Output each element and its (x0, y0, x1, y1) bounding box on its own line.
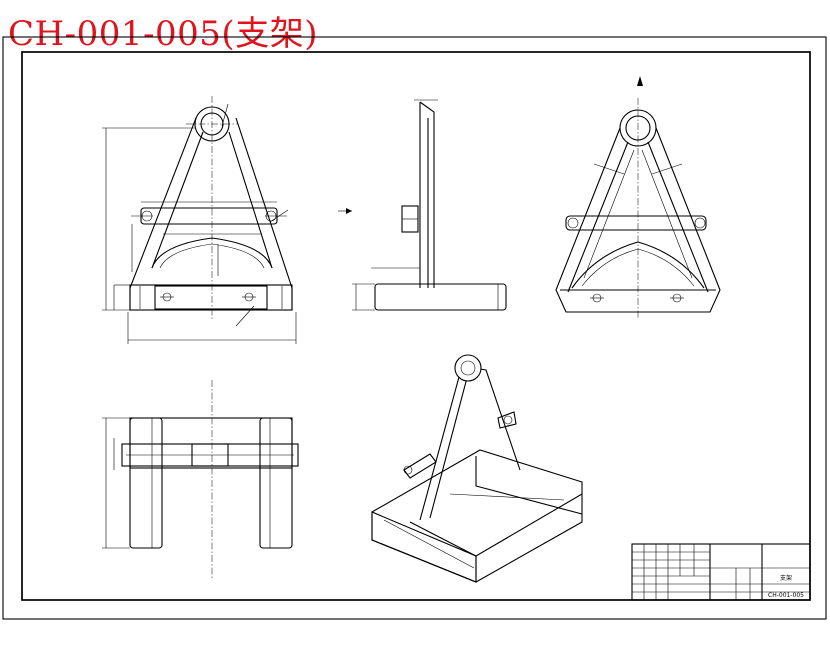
part-name-text: 支架 (780, 574, 792, 582)
front-view (102, 96, 297, 344)
title-block: 支架 CH-001-005 (631, 543, 811, 601)
drawing-title: CH-001-005(支架) (8, 14, 318, 54)
top-view (102, 380, 299, 578)
sheet-border (2, 36, 827, 620)
isometric-view (371, 354, 583, 583)
side-view (338, 99, 507, 311)
drawing-number-text: CH-001-005 (768, 592, 804, 599)
section-view (555, 76, 721, 318)
